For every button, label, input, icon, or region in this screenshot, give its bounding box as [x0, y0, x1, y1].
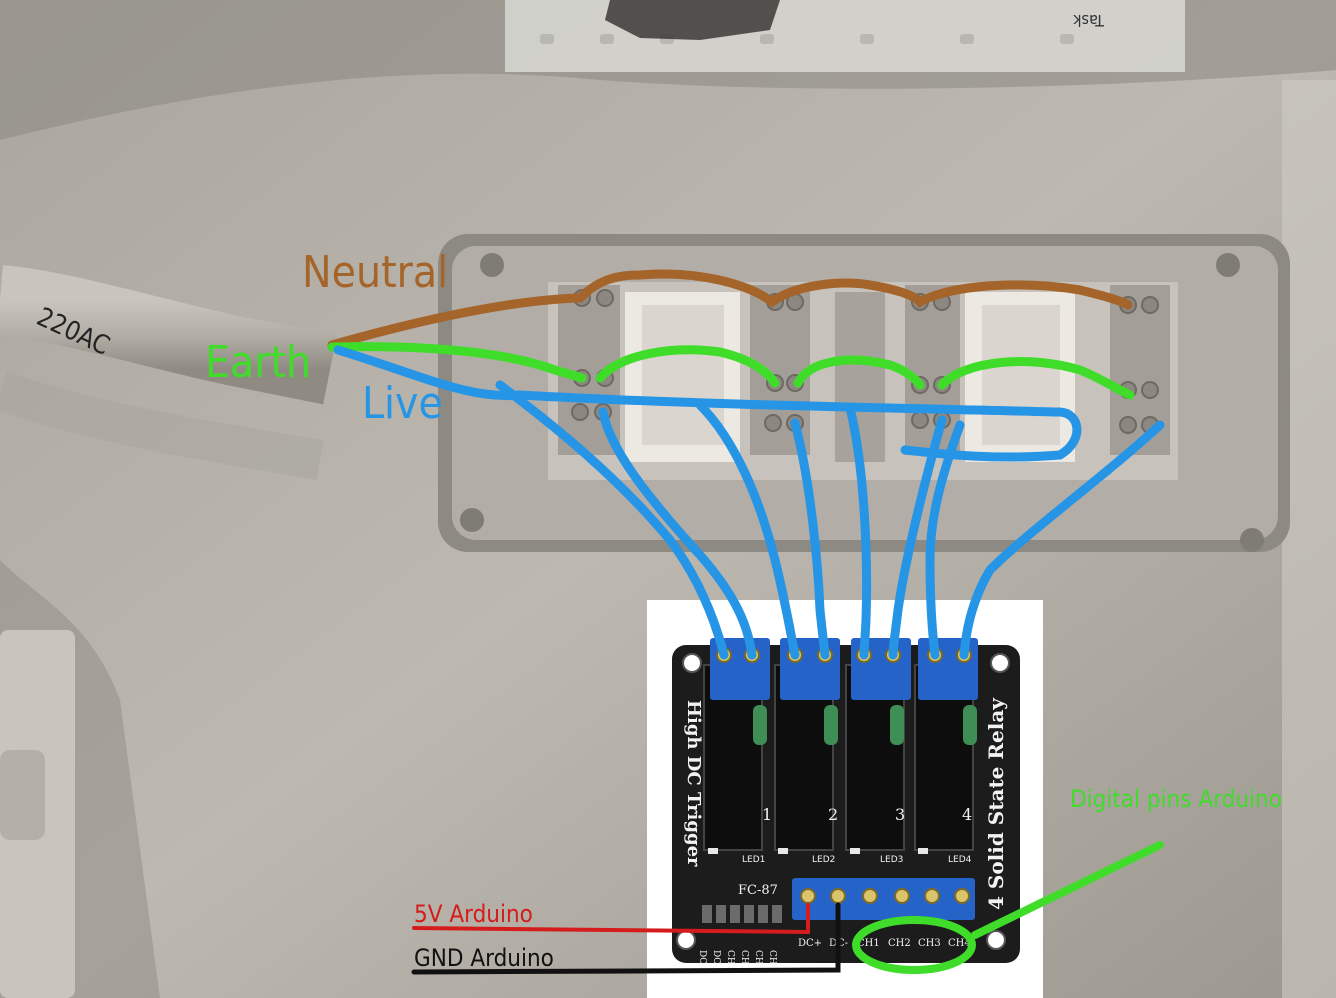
- channel-number: 1: [762, 805, 772, 824]
- power-cable: [0, 265, 337, 405]
- live-wire-4a: [925, 420, 965, 660]
- gnd-wire: [411, 902, 841, 975]
- socket-box: [438, 234, 1290, 552]
- led-label: LED1: [742, 855, 765, 865]
- pin-label: CH1: [857, 938, 880, 949]
- header-labels: DC- DC- CH1 CH2 CH3 CH4: [697, 950, 777, 971]
- side-rail: [1282, 80, 1336, 998]
- live-wire-3a: [845, 403, 872, 660]
- gnd-label: GND Arduino: [414, 944, 554, 972]
- channel-numbers: 1 2 3 4: [762, 805, 972, 824]
- live-wire-3b: [888, 415, 947, 660]
- live-wire-1a: [495, 380, 729, 660]
- live-wire-4b: [959, 420, 1165, 660]
- earth-label: Earth: [205, 337, 311, 388]
- keys: [605, 0, 780, 40]
- header-label: CH2: [739, 950, 749, 970]
- channel-number: 3: [895, 805, 905, 824]
- header-label: CH1: [725, 950, 735, 970]
- digital-pins-pointer: [971, 841, 1164, 939]
- board-model: FC-87: [738, 883, 778, 898]
- header-label: CH3: [753, 950, 763, 971]
- v5-wire: [412, 903, 810, 935]
- power-cable-end: [0, 371, 324, 480]
- pin-label: CH3: [918, 938, 941, 949]
- live-wire-2b: [790, 418, 830, 660]
- pin-label: CH4: [948, 938, 971, 949]
- led-label: LED2: [812, 855, 835, 865]
- channel-number: 2: [828, 805, 838, 824]
- led-label: LED3: [880, 855, 903, 865]
- task-label: Task: [1073, 11, 1105, 30]
- board-title: 4 Solid State Relay: [984, 697, 1008, 910]
- led-labels: LED1 LED2 LED3 LED4: [742, 855, 972, 865]
- pin-label: CH2: [888, 938, 911, 949]
- live-wire-2a: [695, 400, 800, 660]
- digital-pins-highlight: [852, 916, 976, 974]
- digital-pins-label: Digital pins Arduino: [1070, 785, 1282, 813]
- relay-board: [672, 638, 1020, 963]
- live-wire: [333, 345, 1082, 462]
- header-label: DC-: [711, 950, 721, 967]
- neutral-label: Neutral: [302, 247, 448, 298]
- neutral-wire: [327, 269, 1133, 350]
- board-side-text: High DC Trigger: [683, 700, 704, 867]
- header-label: CH4: [767, 950, 777, 971]
- side-device-inner: [0, 750, 45, 840]
- header-label: DC-: [697, 950, 707, 967]
- earth-wire: [327, 342, 1135, 400]
- pin-label: DC+: [798, 938, 822, 949]
- led-label: LED4: [948, 855, 972, 865]
- channel-number: 4: [962, 805, 972, 824]
- live-wire-1b: [598, 407, 757, 660]
- v5-label: 5V Arduino: [414, 900, 533, 928]
- live-label: Live: [362, 378, 443, 429]
